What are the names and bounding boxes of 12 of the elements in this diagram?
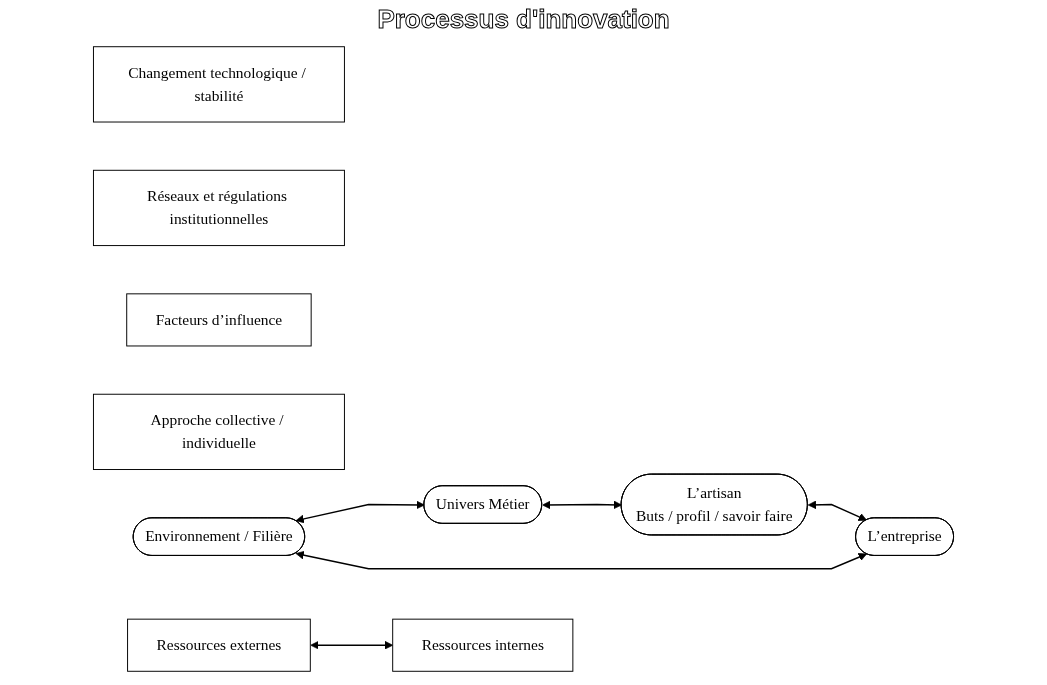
arrow [807,500,867,521]
wordart-title: Processus d'innovation [376,4,671,35]
node-box: Changement technologique / stabilité [92,46,345,123]
node-box: Facteurs d’influence [126,293,312,347]
arrow [542,500,622,510]
node-box: Ressources internes [392,618,574,672]
arrow [295,500,425,524]
node-box: Approche collective / individuelle [92,393,345,470]
node-box: Ressources externes [127,618,311,672]
node-box: Réseaux et régulations institutionnelles [92,169,345,247]
arrow [310,640,394,650]
arrow [295,550,867,570]
